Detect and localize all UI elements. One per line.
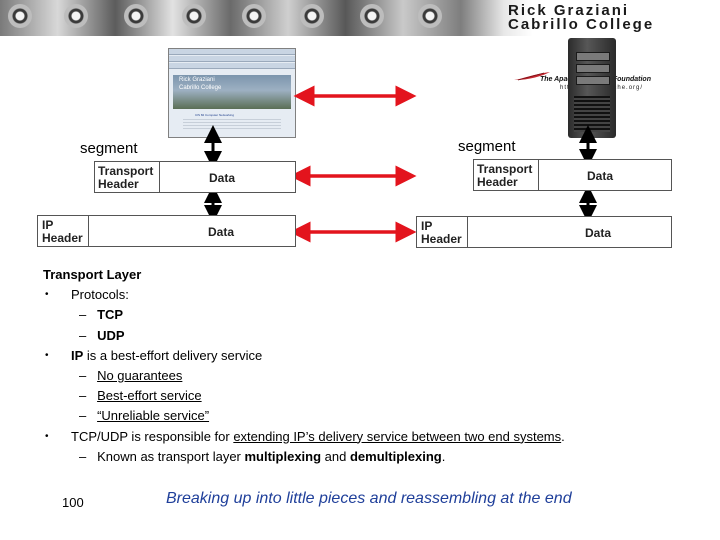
banner-college: Cabrillo College (508, 16, 655, 33)
sub-strong-demultiplexing: demultiplexing (349, 448, 442, 464)
hero-image (173, 75, 291, 109)
sub-strong-multiplexing: multiplexing (244, 448, 322, 464)
gear-icon (242, 4, 266, 28)
transport-header-line2: Header (477, 175, 518, 189)
transport-header-line2: Header (98, 177, 139, 191)
sub-dash: – (79, 307, 87, 323)
ip-data-label: Data (585, 226, 612, 240)
server-icon (568, 38, 616, 138)
ip-datagram-right: IP Header Data (416, 216, 672, 248)
bullet-text: Protocols: (71, 287, 129, 303)
bullet-tcp-udp: • TCP/UDP is responsible for extending I… (43, 427, 683, 447)
transport-header-line1: Transport (98, 164, 154, 178)
sub-dash: – (79, 327, 87, 343)
drive-bay (576, 64, 610, 73)
footer-tagline: Breaking up into little pieces and reass… (166, 490, 572, 507)
bullet-text: is a best-effort delivery service (83, 347, 263, 363)
bullet-text: TCP/UDP is responsible for (71, 428, 234, 444)
sub-dash: – (79, 448, 87, 464)
slide-body: Transport Layer • Protocols: – TCP – UDP… (43, 265, 683, 467)
sub-item-unreliable: – “Unreliable service” (43, 406, 683, 426)
hero-title: Rick Graziani (179, 77, 215, 83)
sub-item-tcp: – TCP (43, 305, 683, 325)
bullet-mark: • (45, 430, 49, 442)
field-divider (159, 162, 160, 192)
field-divider (538, 160, 539, 190)
transport-data-label: Data (587, 169, 614, 183)
sub-text: Known as transport layer (97, 448, 245, 464)
banner-author: Rick Graziani (508, 2, 630, 19)
segment-label-right: segment (458, 138, 516, 155)
ip-header-line1: IP (421, 219, 433, 233)
header-banner (0, 0, 720, 36)
sub-dash: – (79, 388, 87, 404)
bullet-underlined: extending IP’s delivery service between … (233, 428, 562, 444)
ip-header-line2: Header (421, 232, 462, 246)
browser-screenshot: Rick Graziani Cabrillo College CIS 82 Co… (168, 48, 296, 138)
page-number: 100 (62, 495, 84, 510)
sub-post: . (441, 448, 446, 464)
ip-header-line2: Header (42, 231, 83, 245)
sub-text: TCP (97, 307, 124, 323)
hero-subtitle: Cabrillo College (179, 85, 222, 91)
page-caption: CIS 82 Computer Networking (195, 113, 235, 117)
gear-icon (300, 4, 324, 28)
section-heading: Transport Layer (43, 267, 142, 282)
sub-item-multiplexing: – Known as transport layer multiplexing … (43, 447, 683, 467)
gear-icon (182, 4, 206, 28)
sub-dash: – (79, 408, 87, 424)
sub-item-no-guarantees: – No guarantees (43, 366, 683, 386)
transport-data-label: Data (209, 171, 236, 185)
sub-text: “Unreliable service” (97, 408, 210, 424)
drive-bay (576, 76, 610, 85)
sub-text: No guarantees (97, 368, 183, 384)
drive-bay (576, 52, 610, 61)
sub-item-udp: – UDP (43, 326, 683, 346)
segment-label-left: segment (80, 140, 138, 157)
field-divider (467, 217, 468, 247)
sub-text: UDP (97, 327, 125, 343)
gear-icon (8, 4, 32, 28)
transport-segment-left: Transport Header Data (94, 161, 296, 193)
sub-dash: – (79, 368, 87, 384)
bullet-strong: IP (71, 347, 84, 363)
title-bar (169, 49, 295, 55)
address-bar (169, 63, 295, 69)
menu-bar (169, 56, 295, 62)
transport-header-line1: Transport (477, 162, 533, 176)
sub-text: Best-effort service (97, 388, 202, 404)
gear-icon (360, 4, 384, 28)
sub-item-best-effort: – Best-effort service (43, 386, 683, 406)
bullet-mark: • (45, 289, 49, 301)
transport-segment-right: Transport Header Data (473, 159, 672, 191)
ip-datagram-left: IP Header Data (37, 215, 296, 247)
ip-data-label: Data (208, 225, 235, 239)
bullet-ip: • IP is a best-effort delivery service (43, 346, 683, 366)
bullet-mark: • (45, 349, 49, 361)
bullet-post: . (561, 428, 565, 444)
sub-mid: and (321, 448, 350, 464)
gear-icon (418, 4, 442, 28)
ip-header-line1: IP (42, 218, 54, 232)
apache-feather-icon (514, 72, 550, 81)
bullet-protocols: • Protocols: (43, 285, 683, 305)
gear-icon (64, 4, 88, 28)
gear-icon (124, 4, 148, 28)
field-divider (88, 216, 89, 246)
